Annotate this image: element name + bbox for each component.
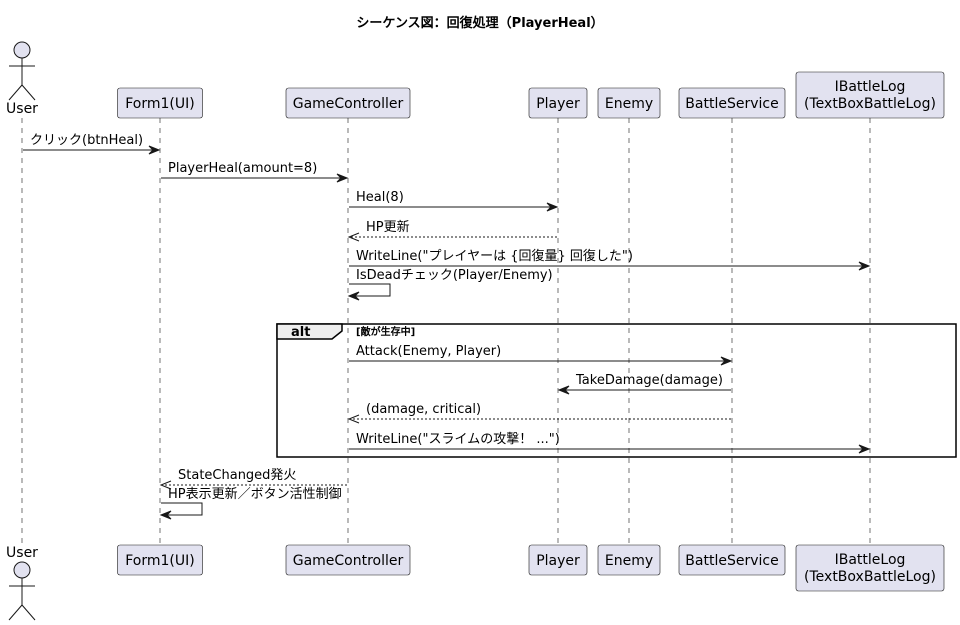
actor-head bbox=[13, 561, 31, 579]
participant-box bbox=[528, 544, 588, 576]
participant-enemy-bottom: Enemy bbox=[597, 544, 661, 576]
message-label: TakeDamage(damage) bbox=[575, 373, 723, 388]
participant-label: Enemy bbox=[605, 553, 653, 569]
diagram-title: シーケンス図：回復処理（PlayerHeal） bbox=[356, 15, 603, 31]
fragment-tab bbox=[276, 323, 343, 340]
participant-label: Form1(UI) bbox=[125, 96, 194, 112]
message-6: IsDeadチェック(Player/Enemy) bbox=[347, 268, 553, 301]
participant-label: IBattleLog(TextBoxBattleLog) bbox=[804, 552, 936, 585]
message-8: TakeDamage(damage) bbox=[557, 373, 731, 395]
message-2: PlayerHeal(amount=8) bbox=[161, 161, 349, 183]
participant-box bbox=[285, 87, 411, 119]
participant-label: BattleService bbox=[685, 553, 778, 569]
arrow-head bbox=[858, 261, 871, 271]
participant-box bbox=[597, 544, 661, 576]
participant-label: GameController bbox=[293, 96, 404, 112]
actor-leg bbox=[21, 84, 36, 101]
participant-player-bottom: Player bbox=[528, 544, 588, 576]
participant-label: IBattleLog(TextBoxBattleLog) bbox=[804, 79, 936, 112]
arrow-head bbox=[347, 414, 360, 424]
participant-log-bottom: IBattleLog(TextBoxBattleLog) bbox=[795, 544, 945, 592]
arrow-head bbox=[159, 510, 172, 520]
message-1: クリック(btnHeal) bbox=[23, 133, 161, 155]
participant-label: BattleService bbox=[685, 96, 778, 112]
participant-form1-top: Form1(UI) bbox=[117, 87, 203, 119]
fragment-condition: [敵が生存中] bbox=[356, 325, 415, 338]
participant-label: Form1(UI) bbox=[125, 553, 194, 569]
message-label: PlayerHeal(amount=8) bbox=[168, 161, 317, 176]
actor-leg bbox=[8, 604, 23, 621]
message-7: Attack(Enemy, Player) bbox=[349, 344, 733, 366]
messages: クリック(btnHeal) PlayerHeal(amount=8) Heal(8)… bbox=[23, 133, 871, 520]
participants: UserUserForm1(UI)Form1(UI)GameController… bbox=[6, 41, 945, 621]
participant-bs-top: BattleService bbox=[678, 87, 786, 119]
message-label: Attack(Enemy, Player) bbox=[356, 344, 501, 359]
participant-enemy-top: Enemy bbox=[597, 87, 661, 119]
lifelines bbox=[21, 118, 871, 545]
actor-label: User bbox=[6, 545, 38, 561]
message-label: Heal(8) bbox=[356, 190, 404, 205]
arrow-head bbox=[347, 232, 360, 242]
arrow-head bbox=[557, 385, 570, 395]
participant-box bbox=[117, 544, 203, 576]
arrow-head bbox=[159, 480, 172, 490]
message-4: HP更新 bbox=[347, 219, 557, 242]
participant-label: Player bbox=[536, 96, 580, 112]
arrow-head bbox=[347, 291, 360, 301]
participant-gc-top: GameController bbox=[285, 87, 411, 119]
arrow-head bbox=[336, 173, 349, 183]
message-10: WriteLine("スライムの攻撃！ ...") bbox=[349, 431, 871, 454]
participant-form1-bottom: Form1(UI) bbox=[117, 544, 203, 576]
message-3: Heal(8) bbox=[349, 190, 559, 212]
message-5: WriteLine("プレイヤーは {回復量} 回復した") bbox=[349, 248, 871, 271]
actor-head bbox=[13, 41, 31, 59]
actor-leg bbox=[8, 84, 23, 101]
arrow-head bbox=[858, 444, 871, 454]
arrow-head bbox=[546, 202, 559, 212]
message-arrow bbox=[349, 283, 391, 297]
actor-label: User bbox=[6, 101, 38, 117]
participant-box bbox=[795, 71, 945, 119]
participant-box bbox=[285, 544, 411, 576]
participant-box bbox=[678, 87, 786, 119]
actor-leg bbox=[21, 604, 36, 621]
message-label: (damage, critical) bbox=[366, 402, 481, 417]
participant-box bbox=[795, 544, 945, 592]
fragment-frame bbox=[276, 323, 957, 458]
participant-log-top: IBattleLog(TextBoxBattleLog) bbox=[795, 71, 945, 119]
participant-actor-user-bottom: User bbox=[6, 545, 38, 621]
arrow-head bbox=[148, 145, 161, 155]
message-label: StateChanged発火 bbox=[178, 468, 296, 483]
participant-label: GameController bbox=[293, 553, 404, 569]
message-9: (damage, critical) bbox=[347, 402, 731, 424]
message-arrow bbox=[161, 502, 203, 516]
participant-box bbox=[117, 87, 203, 119]
participant-box bbox=[597, 87, 661, 119]
message-label: IsDeadチェック(Player/Enemy) bbox=[356, 268, 553, 283]
message-11: StateChanged発火 bbox=[159, 468, 347, 490]
participant-label: Enemy bbox=[605, 96, 653, 112]
participant-bs-bottom: BattleService bbox=[678, 544, 786, 576]
message-label: HP表示更新／ボタン活性制御 bbox=[168, 486, 342, 502]
participant-box bbox=[678, 544, 786, 576]
message-label: クリック(btnHeal) bbox=[30, 133, 143, 148]
alt-fragment: alt [敵が生存中] bbox=[276, 323, 957, 458]
participant-label: Player bbox=[536, 553, 580, 569]
fragment-keyword: alt bbox=[291, 325, 310, 340]
message-label: WriteLine("プレイヤーは {回復量} 回復した") bbox=[356, 248, 633, 264]
participant-actor-user-top: User bbox=[6, 41, 38, 117]
message-label: HP更新 bbox=[366, 219, 410, 235]
participant-gc-bottom: GameController bbox=[285, 544, 411, 576]
participant-player-top: Player bbox=[528, 87, 588, 119]
arrow-head bbox=[720, 356, 733, 366]
message-12: HP表示更新／ボタン活性制御 bbox=[159, 486, 342, 520]
message-label: WriteLine("スライムの攻撃！ ...") bbox=[356, 431, 560, 447]
participant-box bbox=[528, 87, 588, 119]
